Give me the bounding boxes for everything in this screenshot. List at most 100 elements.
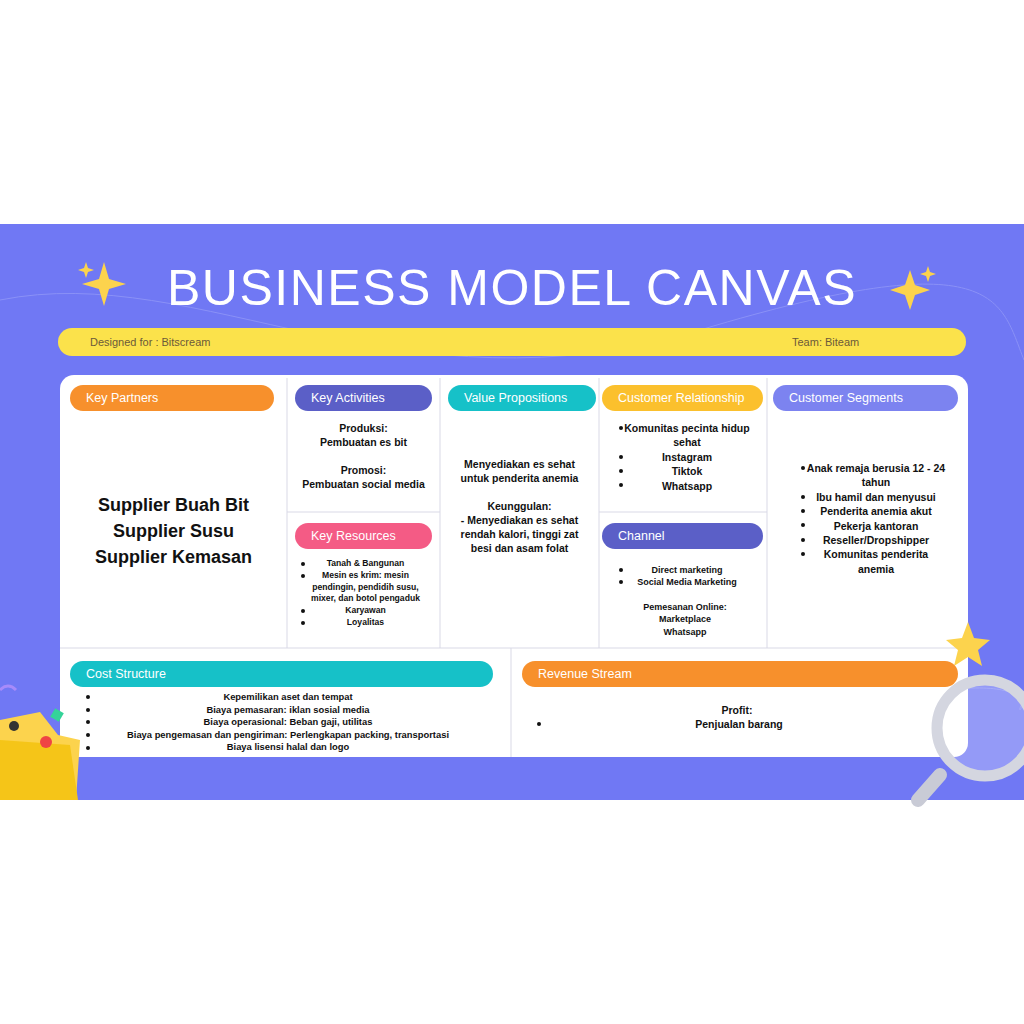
list-item: Supplier Buah Bit [68, 492, 279, 518]
list-item: Whatsapp [619, 479, 751, 493]
item-text: - Menyediakan es sehat rendah kalori, ti… [450, 513, 589, 555]
item-text: Direct marketing [623, 564, 751, 576]
section-header: Channel [602, 523, 763, 549]
list-item: Marketplace [619, 613, 751, 625]
bullet-dot [801, 552, 805, 556]
folder-decoration [0, 686, 80, 800]
bullet-dot [801, 466, 805, 470]
item-text: Pemesanan Online: [619, 601, 751, 613]
list-item: Supplier Kemasan [68, 544, 279, 570]
canvas-cell: Revenue StreamProfit:Penjualan barang [511, 648, 968, 757]
canvas-cell: Key ResourcesTanah & BangunanMesin es kr… [287, 512, 440, 648]
section-body: Anak remaja berusia 12 - 24 tahunIbu ham… [801, 461, 947, 631]
list-item: Whatsapp [619, 626, 751, 638]
list-item: Direct marketing [619, 564, 751, 576]
bullet-dot [86, 720, 90, 724]
list-item: Tiktok [619, 464, 751, 478]
section-header: Key Resources [295, 523, 432, 549]
bullet-dot [86, 708, 90, 712]
canvas-cell: Value PropositionsMenyediakan es sehat u… [440, 375, 599, 648]
item-text: Keunggulan: [450, 499, 589, 513]
list-item: Social Media Marketing [619, 576, 751, 588]
list-item: Tanah & Bangunan [301, 558, 426, 570]
list-item: Loyalitas [301, 617, 426, 629]
item-text: Tiktok [623, 464, 751, 478]
list-item: Instagram [619, 450, 751, 464]
item-text: Kepemilikan aset dan tempat [90, 691, 486, 704]
list-item: Biaya operasional: Beban gaji, utilitas [86, 716, 486, 729]
grid-lines [60, 378, 968, 757]
list-item: Pemesanan Online: [619, 601, 751, 613]
canvas-cell: Key ActivitiesProduksi:Pembuatan es bitP… [287, 375, 440, 512]
item-text: Promosi: [293, 463, 434, 477]
section-body: Komunitas pecinta hidup sehatInstagramTi… [619, 421, 751, 509]
item-text: Pembuatan es bit [293, 435, 434, 449]
bullet-dot [801, 495, 805, 499]
item-text: Biaya pemasaran: iklan sosial media [90, 704, 486, 717]
item-text: Mesin es krim: mesin pendingin, pendidih… [305, 570, 426, 605]
bullet-dot [801, 523, 805, 527]
item-text: Reseller/Dropshipper [805, 533, 947, 547]
item-text: Anak remaja berusia 12 - 24 tahun [805, 461, 947, 490]
item-text: Penderita anemia akut [805, 504, 947, 518]
section-header: Customer Relationship [602, 385, 763, 411]
bullet-dot [301, 574, 305, 578]
section-header: Value Propositions [448, 385, 596, 411]
item-text: Marketplace [619, 613, 751, 625]
list-item: Komunitas pecinta hidup sehat [619, 421, 751, 450]
bullet-dot [301, 621, 305, 625]
list-item: Pembuatan social media [293, 477, 434, 491]
bullet-dot [619, 469, 623, 473]
item-text: Produksi: [293, 421, 434, 435]
section-header: Cost Structure [70, 661, 493, 687]
item-text: Whatsapp [619, 626, 751, 638]
list-item: Kepemilikan aset dan tempat [86, 691, 486, 704]
item-text: Biaya lisensi halal dan logo [90, 741, 486, 754]
bullet-dot [801, 538, 805, 542]
canvas-cell: Cost StructureKepemilikan aset dan tempa… [60, 648, 511, 757]
magnifier [918, 680, 1024, 800]
bullet-dot [301, 562, 305, 566]
bullet-dot [619, 455, 623, 459]
section-header: Revenue Stream [522, 661, 958, 687]
list-item: Reseller/Dropshipper [801, 533, 947, 547]
bullet-dot [619, 426, 623, 430]
canvas-title: BUSINESS MODEL CANVAS [0, 258, 1024, 318]
section-header: Key Partners [70, 385, 274, 411]
bullet-dot [537, 722, 541, 726]
list-item: Keunggulan: [450, 499, 589, 513]
item-text: Pembuatan social media [293, 477, 434, 491]
item-text: Tanah & Bangunan [305, 558, 426, 570]
list-item: Menyediakan es sehat untuk penderita ane… [450, 457, 589, 485]
team-name: Team: Biteam [792, 328, 859, 356]
list-item: Komunitas penderita anemia [801, 547, 947, 576]
star-decoration [946, 622, 990, 666]
list-item: Promosi: [293, 463, 434, 477]
list-item: Profit: [537, 703, 937, 717]
item-text: Menyediakan es sehat untuk penderita ane… [450, 457, 589, 485]
list-item: Pekerja kantoran [801, 519, 947, 533]
bullet-dot [801, 509, 805, 513]
list-item: - Menyediakan es sehat rendah kalori, ti… [450, 513, 589, 555]
section-body: Kepemilikan aset dan tempatBiaya pemasar… [86, 691, 486, 755]
designed-for: Designed for : Bitscream [90, 328, 210, 356]
section-body: Profit:Penjualan barang [537, 703, 937, 753]
list-item: Ibu hamil dan menyusui [801, 490, 947, 504]
item-text: Social Media Marketing [623, 576, 751, 588]
list-item: Biaya pengemasan dan pengiriman: Perleng… [86, 729, 486, 742]
canvas-cell: Customer RelationshipKomunitas pecinta h… [599, 375, 767, 512]
item-text: Whatsapp [623, 479, 751, 493]
sparkle [920, 266, 936, 282]
item-text: Instagram [623, 450, 751, 464]
purple-band [0, 224, 1024, 800]
item-text: Ibu hamil dan menyusui [805, 490, 947, 504]
section-header: Customer Segments [773, 385, 958, 411]
item-text: Biaya pengemasan dan pengiriman: Perleng… [90, 729, 486, 742]
list-item: Supplier Susu [68, 518, 279, 544]
list-item: Anak remaja berusia 12 - 24 tahun [801, 461, 947, 490]
list-item: Karyawan [301, 605, 426, 617]
bullet-dot [619, 568, 623, 572]
section-body: Direct marketingSocial Media MarketingPe… [619, 564, 751, 646]
bullet-dot [86, 733, 90, 737]
canvas-cell: Customer SegmentsAnak remaja berusia 12 … [767, 375, 968, 648]
